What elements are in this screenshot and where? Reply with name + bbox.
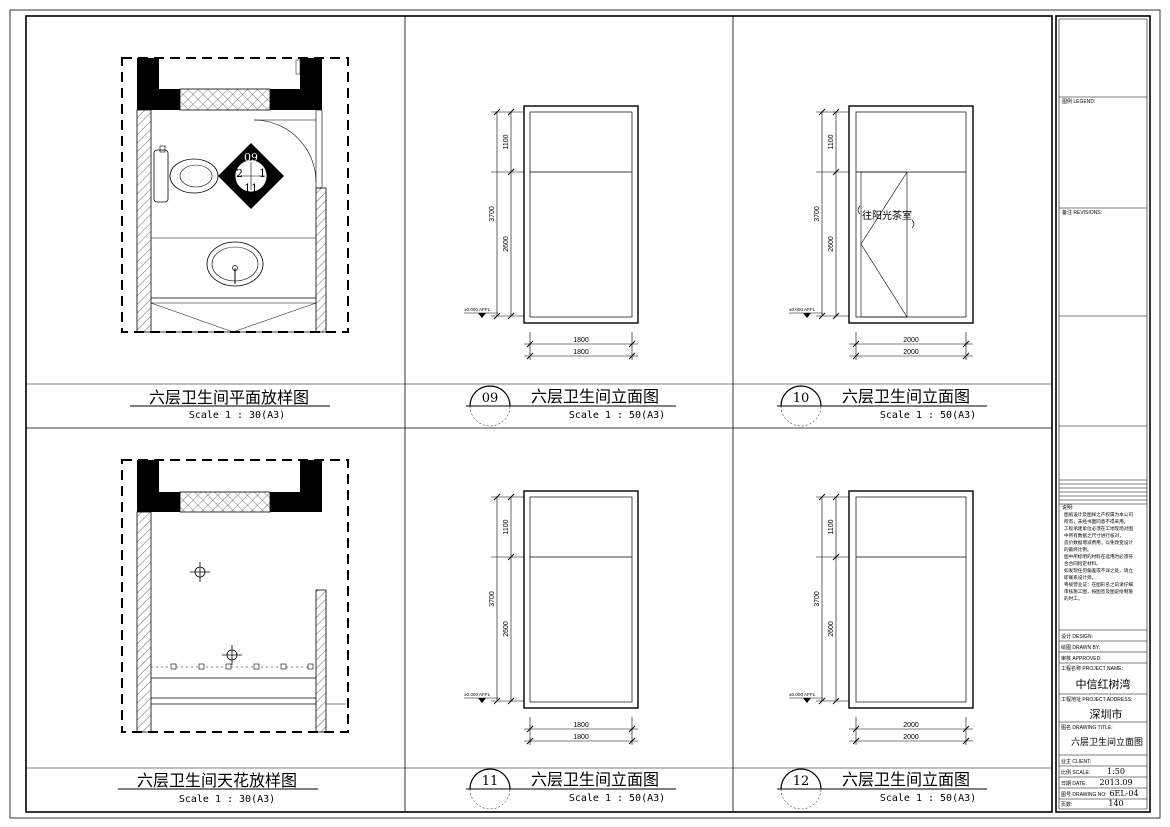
panel-number: 11 xyxy=(482,774,499,789)
legend-label: 图例 LEGEND: xyxy=(1062,98,1095,105)
svg-text:图中所标明的材料在选用时必须符: 图中所标明的材料在选用时必须符 xyxy=(1064,553,1133,560)
elevation-12: 1100 2600 3700 2000 2000 ±0.000 AFFL xyxy=(789,490,974,745)
svg-text:审核施工图，按图签及图说绘制施: 审核施工图，按图签及图说绘制施 xyxy=(1064,588,1133,595)
panel-number: 09 xyxy=(482,391,499,406)
title-tag-12: 12 六层卫生间立面图 Scale 1 : 50(A3) xyxy=(777,768,987,810)
ceiling-drawing xyxy=(121,459,349,733)
panel-number: 12 xyxy=(793,774,810,789)
dim-h1: 1100 xyxy=(828,134,835,149)
svg-text:所有，未经书面同意不得采用。: 所有，未经书面同意不得采用。 xyxy=(1064,518,1128,525)
panel-title: 六层卫生间立面图 xyxy=(531,387,659,406)
level-mark: ±0.000 AFFL xyxy=(464,692,491,697)
scale-value: 1:50 xyxy=(1107,767,1125,776)
project-name-label: 工程名称 PROJECT NAME: xyxy=(1061,665,1123,672)
panel-scale: Scale 1 : 50(A3) xyxy=(880,793,976,804)
elevation-11: 1100 2600 3700 1800 1800 ±0.000 AFFL xyxy=(464,490,639,745)
revisions-label: 备注 REVISIONS: xyxy=(1062,209,1102,216)
svg-text:中所有数据之尺寸进行核对，: 中所有数据之尺寸进行核对， xyxy=(1064,532,1124,539)
client-label: 业主 CLIENT: xyxy=(1061,758,1091,765)
svg-text:工程承建单位必须在工地现场对图: 工程承建单位必须在工地现场对图 xyxy=(1064,525,1133,532)
door-note: 往阳光茶室 xyxy=(862,209,912,222)
approved-label: 审核 APPROVED: xyxy=(1061,655,1102,662)
dim-width: 2000 xyxy=(903,722,919,729)
dim-width: 2000 xyxy=(903,337,919,344)
panel-scale: Scale 1 : 50(A3) xyxy=(880,410,976,421)
dim-h2: 2600 xyxy=(828,621,835,637)
dim-h1: 1100 xyxy=(828,519,835,534)
svg-text:合合同指定材料。: 合合同指定材料。 xyxy=(1064,560,1101,567)
svg-text:如发现任何偏差或不详之处，请立: 如发现任何偏差或不详之处，请立 xyxy=(1064,567,1133,574)
dim-width: 1800 xyxy=(573,337,589,344)
dim-total: 3700 xyxy=(489,206,496,222)
drawn-label: 绘图 DRAWN BY: xyxy=(1061,644,1100,651)
panel-scale: Scale 1 : 50(A3) xyxy=(569,793,665,804)
drawing-title-label: 图名 DRAWING TITLE: xyxy=(1061,724,1113,731)
dim-width-total: 1800 xyxy=(573,349,589,356)
elevation-10: 1100 2600 3700 2000 2000 ±0.000 AFFL 往阳光… xyxy=(789,105,974,360)
dim-total: 3700 xyxy=(814,206,821,222)
project-address: 深圳市 xyxy=(1090,707,1123,721)
svg-text:即联系设计师。: 即联系设计师。 xyxy=(1064,574,1096,581)
panel-title: 六层卫生间立面图 xyxy=(842,770,970,789)
panel-number: 10 xyxy=(793,391,810,406)
notes-list: 图纸设计及图样之产权属为本公司 所有，未经书面同意不得采用。 工程承建单位必须在… xyxy=(1064,511,1133,602)
level-mark: ±0.000 AFFL xyxy=(789,307,816,312)
plan-tag-top: 09 xyxy=(244,151,258,164)
title-tag-11: 11 六层卫生间立面图 Scale 1 : 50(A3) xyxy=(466,768,676,810)
svg-text:图纸设计及图样之产权属为本公司: 图纸设计及图样之产权属为本公司 xyxy=(1064,511,1133,518)
drawing-frame xyxy=(25,15,1053,813)
drawing-title: 六层卫生间立面图 xyxy=(1071,736,1143,748)
page-value: 140 xyxy=(1108,799,1123,808)
drawing-no-label: 图号 DRAWING NO: xyxy=(1061,792,1107,798)
level-mark: ±0.000 AFFL xyxy=(789,692,816,697)
elevation-09: 1100 2600 3700 1800 1800 ±0.000 AFFL xyxy=(464,105,639,360)
svg-text:的最终比例。: 的最终比例。 xyxy=(1064,546,1092,553)
dim-h2: 2600 xyxy=(828,236,835,252)
elevation-index-symbol: 09 12 10 11 xyxy=(218,143,284,209)
page-label: 页数: xyxy=(1061,801,1072,808)
title-tag-09: 09 六层卫生间立面图 Scale 1 : 50(A3) xyxy=(466,385,676,427)
design-label: 设计 DESIGN: xyxy=(1061,633,1093,640)
svg-text:粤规营业证：在图形名之前请仔细: 粤规营业证：在图形名之前请仔细 xyxy=(1064,581,1133,588)
level-mark: ±0.000 AFFL xyxy=(464,307,491,312)
dim-width: 1800 xyxy=(573,722,589,729)
plan-drawing xyxy=(121,57,349,333)
panel-title: 六层卫生间立面图 xyxy=(842,387,970,406)
outer-border xyxy=(9,9,1161,819)
dim-h1: 1100 xyxy=(503,134,510,149)
dim-width-total: 1800 xyxy=(573,734,589,741)
dim-h2: 2600 xyxy=(503,236,510,252)
title-tag-10: 10 六层卫生间立面图 Scale 1 : 50(A3) xyxy=(777,385,987,427)
panel-scale: Scale 1 : 30(A3) xyxy=(179,794,275,805)
panel-title: 六层卫生间立面图 xyxy=(531,770,659,789)
plan-tag-bottom: 11 xyxy=(244,182,258,195)
title-block-frame xyxy=(1055,15,1151,813)
panel-title: 六层卫生间平面放样图 xyxy=(149,388,309,407)
dim-total: 3700 xyxy=(814,591,821,607)
panel-scale: Scale 1 : 50(A3) xyxy=(569,410,665,421)
dim-width-total: 2000 xyxy=(903,734,919,741)
notes-heading: 说明: xyxy=(1062,504,1073,511)
svg-text:的时工。: 的时工。 xyxy=(1064,595,1082,602)
svg-text:造价数据增减费用，以免改变设计: 造价数据增减费用，以免改变设计 xyxy=(1064,539,1133,546)
title-block: 图例 LEGEND: 备注 REVISIONS: 说明: 图纸设计及图样之产权属… xyxy=(1058,18,1148,810)
dim-h2: 2600 xyxy=(503,621,510,637)
plan-tag-right: 10 xyxy=(259,167,273,180)
panel-title: 六层卫生间天花放样图 xyxy=(137,771,297,790)
dim-total: 3700 xyxy=(489,591,496,607)
drawing-no-value: 6EL-04 xyxy=(1109,789,1138,798)
scale-label: 比例 SCALE: xyxy=(1061,769,1090,776)
dim-width-total: 2000 xyxy=(903,349,919,356)
date-label: 日期 DATE: xyxy=(1061,781,1087,787)
panel-scale: Scale 1 : 30(A3) xyxy=(189,410,285,421)
dim-h1: 1100 xyxy=(503,519,510,534)
date-value: 2013.09 xyxy=(1099,778,1132,787)
plan-tag-left: 12 xyxy=(229,167,243,180)
project-name: 中信红树湾 xyxy=(1076,677,1131,691)
address-label: 工程地址 PROJECT ADDRESS: xyxy=(1061,696,1132,703)
